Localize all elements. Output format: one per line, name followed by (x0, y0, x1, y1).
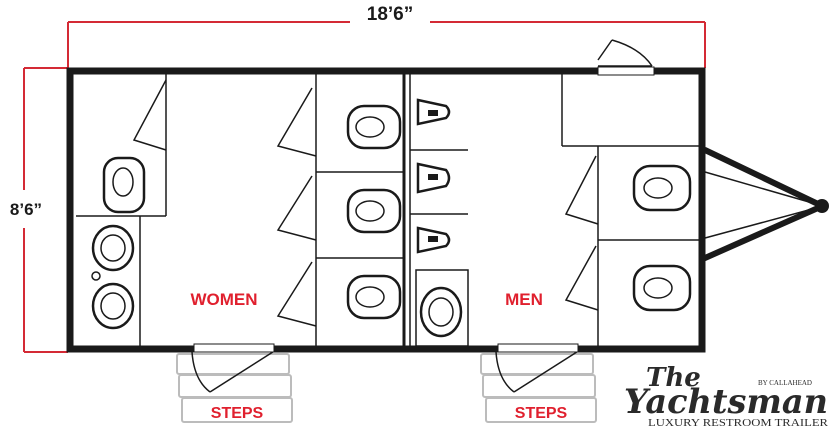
door-opening-left (193, 343, 275, 353)
brand-name: Yachtsman (624, 382, 828, 422)
door-opening-back (597, 66, 655, 76)
women-side-walls (76, 74, 404, 346)
men-room-label: MEN (505, 290, 543, 309)
steps-left (176, 353, 293, 423)
steps-right-label: STEPS (515, 405, 568, 422)
center-partition (402, 74, 411, 346)
width-dimension-label: 8’6” (10, 200, 42, 219)
hitch-ball (815, 199, 829, 213)
steps-left-label: STEPS (211, 405, 264, 422)
women-room-label: WOMEN (190, 290, 257, 309)
men-fixtures (416, 98, 692, 338)
door-opening-right (497, 343, 579, 353)
women-fixtures (91, 104, 402, 330)
brand-the: The (646, 363, 701, 393)
urinal-flush-icons (428, 110, 438, 242)
steps-right (480, 353, 597, 423)
length-dimension-label: 18’6” (367, 4, 413, 25)
brand-tagline: LUXURY RESTROOM TRAILER (648, 418, 828, 429)
brand-by: BY CALLAHEAD (758, 379, 812, 387)
brand-logo: The BY CALLAHEAD Yachtsman LUXURY RESTRO… (624, 363, 828, 429)
back-door-swing (597, 39, 653, 67)
men-side-walls (410, 74, 700, 347)
dimension-lines (23, 21, 706, 353)
trailer-hitch (702, 147, 821, 261)
